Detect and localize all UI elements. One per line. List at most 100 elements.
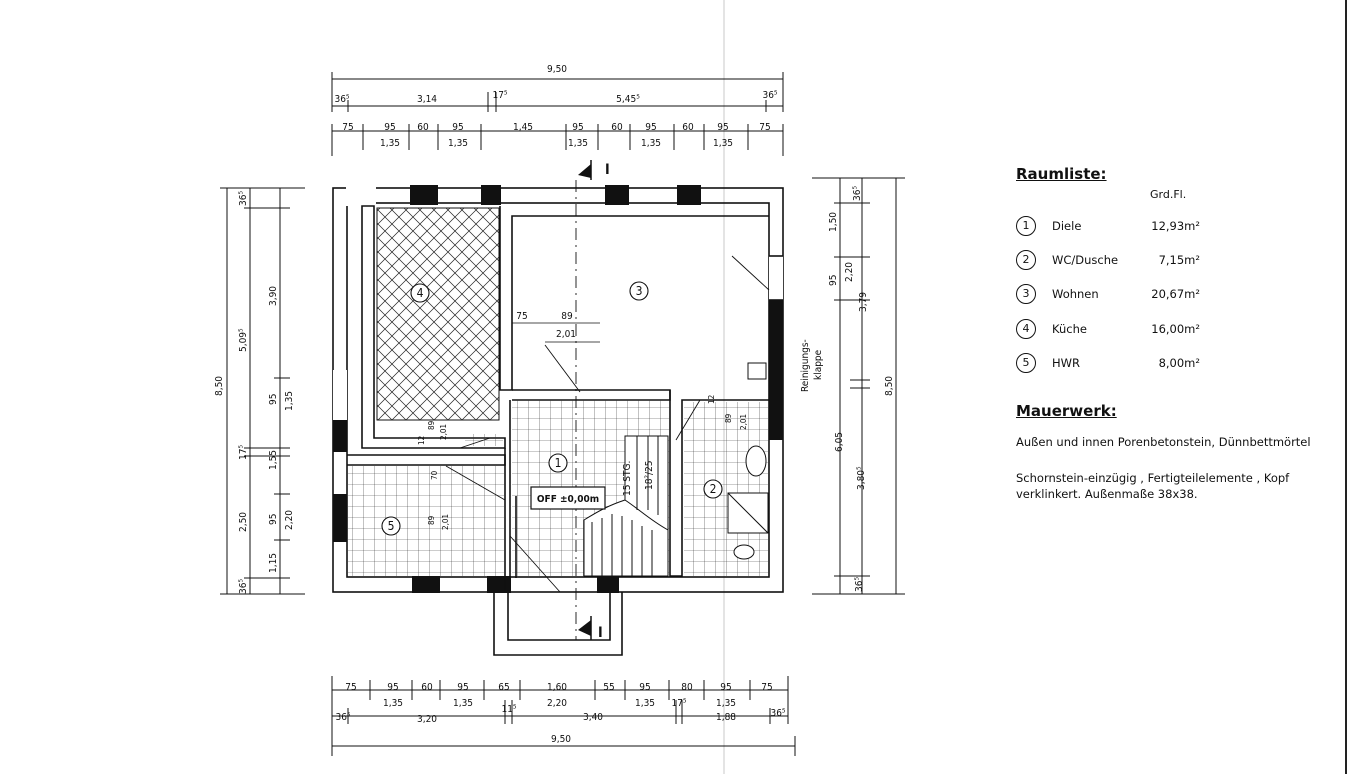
room-number-circle: 2: [1016, 250, 1036, 270]
dim-label: 1,35: [716, 698, 736, 709]
dim-label: 95: [384, 122, 395, 133]
room-number: 4: [417, 286, 424, 300]
dim-label: 1,50: [828, 212, 839, 232]
floor-level-box: [530, 486, 606, 510]
dim-label: 3,79: [858, 292, 869, 312]
room-markers: [381, 281, 723, 536]
section-label: I: [598, 625, 603, 641]
room-area: 7,15m²: [1158, 253, 1200, 267]
room-name: HWR: [1052, 356, 1081, 370]
dim-label: 12: [417, 436, 426, 445]
dim-label: 2,20: [844, 262, 855, 282]
dim-label: 75: [759, 122, 770, 133]
dim-label: 60: [421, 682, 433, 693]
dim-label: 17⁵: [671, 698, 686, 709]
dim-label: 5,45⁵: [616, 94, 640, 105]
room-area: 16,00m²: [1151, 322, 1200, 336]
top-total-dim: 9,50: [547, 64, 567, 75]
stair-label: 15 STG.: [622, 461, 633, 496]
area-header: Grd.Fl.: [1150, 188, 1187, 201]
dim-label: 95: [387, 682, 398, 693]
dim-label: 8,50: [884, 376, 895, 396]
bathroom-fixtures: [727, 362, 769, 560]
dim-label: 36⁵: [334, 94, 349, 105]
floor-level-label: OFF ±0,00m: [537, 494, 599, 505]
dim-label: 1,35: [383, 698, 403, 709]
inner-dimensions: 75 89 2,01 12 89 2,01 70 89 2,01 12 89 2…: [417, 311, 748, 530]
dim-label: 11⁵: [501, 704, 516, 715]
bottom-dimensions: [331, 676, 796, 756]
dim-label: 95: [268, 514, 279, 525]
chimney-text: Schornstein-einzügig , Fertigteilelement…: [1016, 471, 1290, 485]
dim-label: 75: [761, 682, 772, 693]
room-name: Wohnen: [1052, 287, 1099, 301]
room-number-circle: 3: [1016, 284, 1036, 304]
dim-label: 1,35: [380, 138, 400, 149]
dim-label: 1,60: [547, 682, 567, 693]
dim-label: 89: [427, 515, 436, 525]
dim-label: 1,35: [453, 698, 473, 709]
dim-label: 95: [452, 122, 463, 133]
dim-label: 75: [342, 122, 353, 133]
dim-label: 17⁵: [492, 90, 507, 101]
dim-label: 55: [603, 682, 614, 693]
dim-label: 36⁵: [854, 577, 865, 592]
dim-label: 95: [828, 275, 839, 286]
dim-label: 3,40: [583, 712, 603, 723]
door-swings: [445, 255, 770, 593]
dim-label: 70: [430, 470, 439, 480]
dim-label: 1,35: [448, 138, 468, 149]
dim-label: 2,01: [739, 414, 748, 430]
masonry-title: Mauerwerk:: [1016, 402, 1117, 420]
legend-row: 5 HWR 8,00m²: [1016, 353, 1216, 375]
dim-label: 36⁵: [238, 191, 249, 206]
dim-label: 89: [724, 413, 733, 423]
stair-ratio: 18²/25: [644, 460, 655, 490]
room-name: Küche: [1052, 322, 1087, 336]
legend-row: 3 Wohnen 20,67m²: [1016, 284, 1216, 306]
room-number-circle: 5: [1016, 353, 1036, 373]
dim-label: 36⁵: [762, 90, 777, 101]
dim-label: 80: [681, 682, 693, 693]
dim-label: 2,50: [238, 512, 249, 532]
room-number-circle: 4: [1016, 319, 1036, 339]
dim-label: 1,35: [635, 698, 655, 709]
dim-label: 5,09⁵: [238, 328, 249, 352]
sheet-border: [1345, 0, 1347, 774]
dim-label: 1,55: [268, 450, 279, 470]
dim-label: 95: [645, 122, 656, 133]
dim-label: 1,88: [716, 712, 736, 723]
room-number: 2: [710, 482, 717, 496]
dim-label: 2,01: [556, 329, 576, 340]
right-dimensions: [812, 177, 905, 595]
top-dims-row2: 36⁵ 3,14 17⁵ 5,45⁵ 36⁵: [334, 90, 777, 105]
bottom-dim-labels: 75 95 60 95 65 1,60 55 95 80 95 75 1,35 …: [335, 682, 785, 745]
dim-label: 9,50: [551, 734, 571, 745]
legend-row: 2 WC/Dusche 7,15m²: [1016, 250, 1216, 272]
top-dimensions: [331, 72, 784, 156]
dim-label: 95: [572, 122, 583, 133]
dim-label: 6,05: [834, 432, 845, 452]
dim-label: 1,35: [713, 138, 733, 149]
dim-label: 8,50: [214, 376, 225, 396]
legend-row: 1 Diele 12,93m²: [1016, 216, 1216, 238]
room-number: 5: [388, 519, 395, 533]
top-dims-row3: 75 95 60 95 1,45 95 60 95 60 95 75 1,35 …: [342, 122, 770, 149]
room-area: 12,93m²: [1151, 219, 1200, 233]
dim-label: 95: [720, 682, 731, 693]
room-area: 8,00m²: [1158, 356, 1200, 370]
section-marker-bottom: I: [578, 616, 603, 641]
dim-label: 95: [457, 682, 468, 693]
dim-label: 2,20: [547, 698, 567, 709]
dim-label: 1,35: [568, 138, 588, 149]
dim-label: 1,35: [284, 391, 295, 411]
room-number-circle: 1: [1016, 216, 1036, 236]
dim-label: 1,35: [641, 138, 661, 149]
dim-label: 60: [682, 122, 694, 133]
dim-label: 89: [427, 420, 436, 430]
cleaning-flap-label: klappe: [813, 349, 824, 380]
dim-label: 3,90: [268, 286, 279, 306]
dim-label: 1,45: [513, 122, 533, 133]
room-legend: Raumliste: Grd.Fl. 1 Diele 12,93m² 2 WC/…: [1016, 164, 1346, 501]
dim-label: 36⁵: [852, 186, 863, 201]
